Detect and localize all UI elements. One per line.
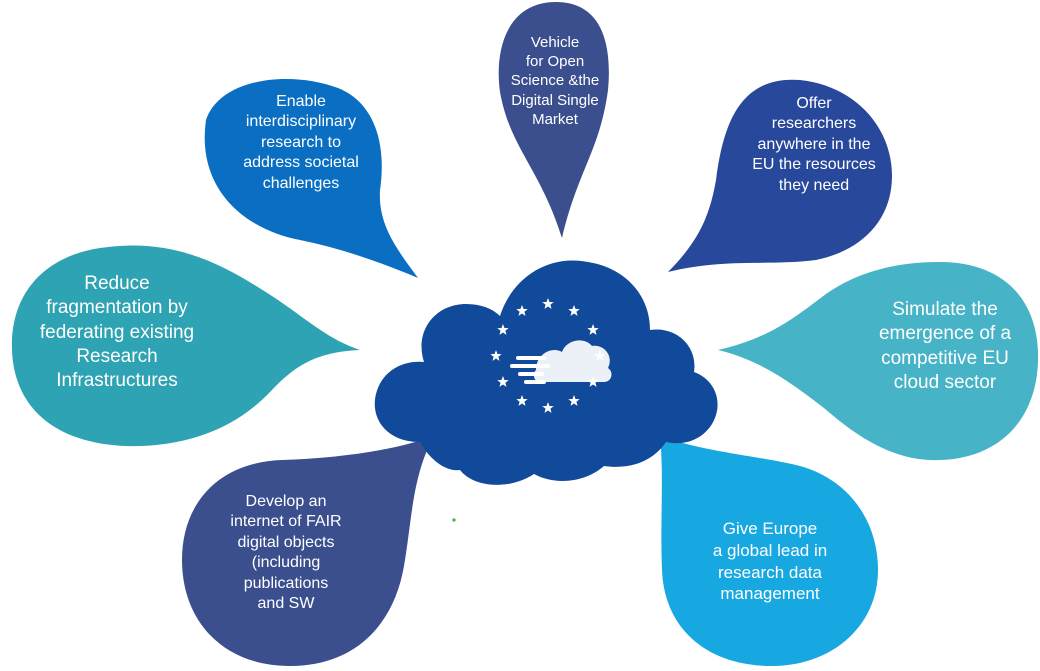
label-line: research to bbox=[260, 133, 342, 151]
label-line: challenges bbox=[262, 174, 340, 192]
label-line: cloud sector bbox=[893, 371, 997, 393]
eu-star bbox=[497, 324, 509, 335]
label-line: Vehicle bbox=[530, 34, 580, 51]
label-line: researchers bbox=[771, 115, 857, 133]
bubble-interdisciplinary bbox=[204, 78, 418, 278]
bubble-cloud-sector bbox=[718, 262, 1039, 461]
label-line: Offer bbox=[796, 95, 832, 112]
label-line: interdisciplinary bbox=[245, 113, 357, 131]
label-line: Reduce bbox=[84, 273, 150, 294]
label-line: Infrastructures bbox=[56, 370, 178, 392]
bubble-fragmentation bbox=[11, 245, 360, 447]
label-line: management bbox=[720, 584, 820, 604]
label-line: anywhere in the bbox=[757, 135, 871, 153]
label-line: federating existing bbox=[39, 321, 195, 343]
bubble-vehicle bbox=[498, 2, 609, 238]
label-line: research data bbox=[718, 562, 822, 582]
label-line: competitive EU bbox=[881, 347, 1009, 369]
label-line: internet of FAIR bbox=[230, 513, 342, 531]
label-researchers: Offer researchers anywhere in the EU the re… bbox=[722, 94, 906, 196]
eu-star bbox=[542, 402, 554, 413]
label-line: address societal bbox=[243, 154, 359, 172]
eu-star bbox=[516, 304, 528, 316]
eu-star bbox=[497, 376, 509, 387]
label-line: and SW bbox=[257, 595, 315, 613]
label-line: emergence of a bbox=[878, 323, 1012, 345]
eu-star bbox=[587, 324, 599, 335]
label-line: they need bbox=[778, 176, 850, 194]
label-fair: Develop an internet of FAIR digital object… bbox=[206, 492, 366, 615]
label-line: publications bbox=[243, 574, 329, 592]
cloud-with-eu-stars-icon bbox=[374, 260, 718, 485]
label-line: Develop an bbox=[245, 493, 327, 510]
stray-dot bbox=[452, 518, 456, 522]
label-line: (including bbox=[251, 554, 321, 572]
eu-star bbox=[568, 395, 580, 406]
label-line: a global lead in bbox=[712, 540, 828, 560]
label-line: for Open bbox=[525, 53, 585, 71]
label-line: Digital Single bbox=[511, 91, 599, 109]
label-line: Give Europe bbox=[722, 519, 818, 538]
eu-star bbox=[568, 304, 580, 316]
label-line: EU the resources bbox=[752, 156, 876, 174]
label-line: Science &the bbox=[510, 72, 600, 90]
bubble-researchers bbox=[668, 79, 892, 272]
label-interdisciplinary: Enable interdisciplinary research to addres… bbox=[206, 92, 396, 194]
label-line: Simulate the bbox=[892, 299, 998, 320]
label-line: Research bbox=[76, 345, 158, 367]
bubble-fair bbox=[182, 436, 434, 666]
bubble-global-lead bbox=[660, 436, 878, 666]
mini-cloud-icon bbox=[510, 340, 612, 384]
label-line: Market bbox=[532, 110, 578, 128]
eu-star bbox=[542, 298, 554, 309]
label-line: digital objects bbox=[237, 533, 335, 551]
label-line: Enable bbox=[276, 93, 326, 110]
label-line: fragmentation by bbox=[46, 297, 188, 319]
eu-star bbox=[490, 350, 502, 361]
eu-star bbox=[516, 395, 528, 406]
